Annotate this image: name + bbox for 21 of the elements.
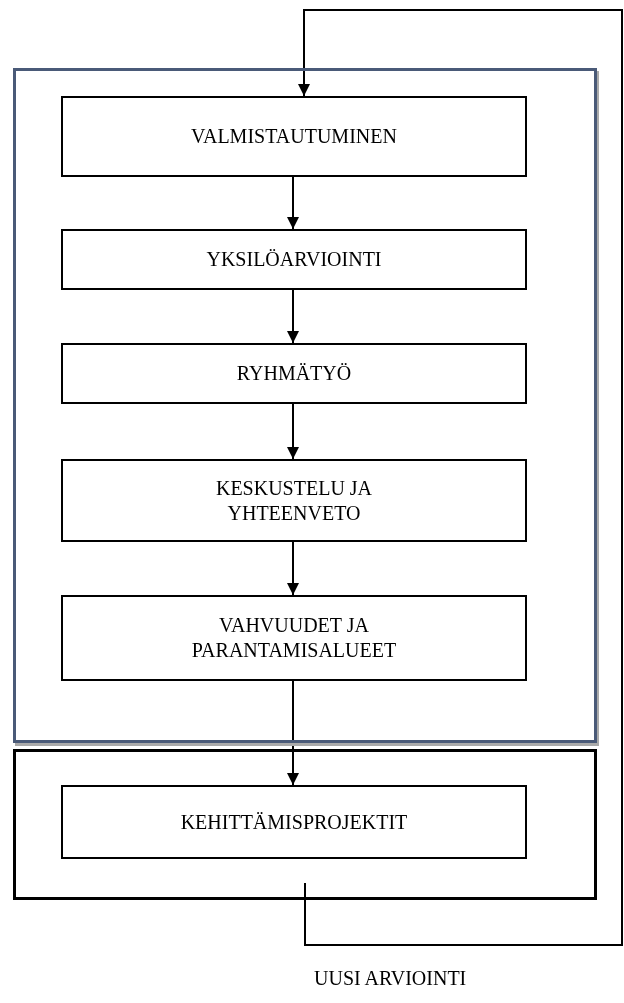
process-box (61, 343, 527, 404)
arrow (287, 403, 299, 460)
arrow (298, 9, 623, 946)
arrow (287, 541, 299, 596)
process-box (61, 96, 527, 177)
process-box (61, 595, 527, 681)
process-box (61, 229, 527, 290)
process-box (61, 459, 527, 542)
box-label: VALMISTAUTUMINEN (191, 124, 397, 149)
box-label: VAHVUUDET JA PARANTAMISALUEET (190, 613, 398, 663)
group-frame (13, 68, 597, 743)
arrow (287, 176, 299, 230)
process-box (61, 785, 527, 859)
group-frame (13, 749, 597, 900)
box-label: RYHMÄTYÖ (236, 361, 352, 386)
box-label: KESKUSTELU JA YHTEENVETO (214, 475, 374, 526)
arrow (287, 289, 299, 344)
box-label: YKSILÖARVIOINTI (206, 247, 382, 272)
arrow (287, 680, 299, 786)
note-label: UUSI ARVIOINTI (314, 966, 467, 990)
box-label: KEHITTÄMISPROJEKTIT (180, 809, 408, 835)
